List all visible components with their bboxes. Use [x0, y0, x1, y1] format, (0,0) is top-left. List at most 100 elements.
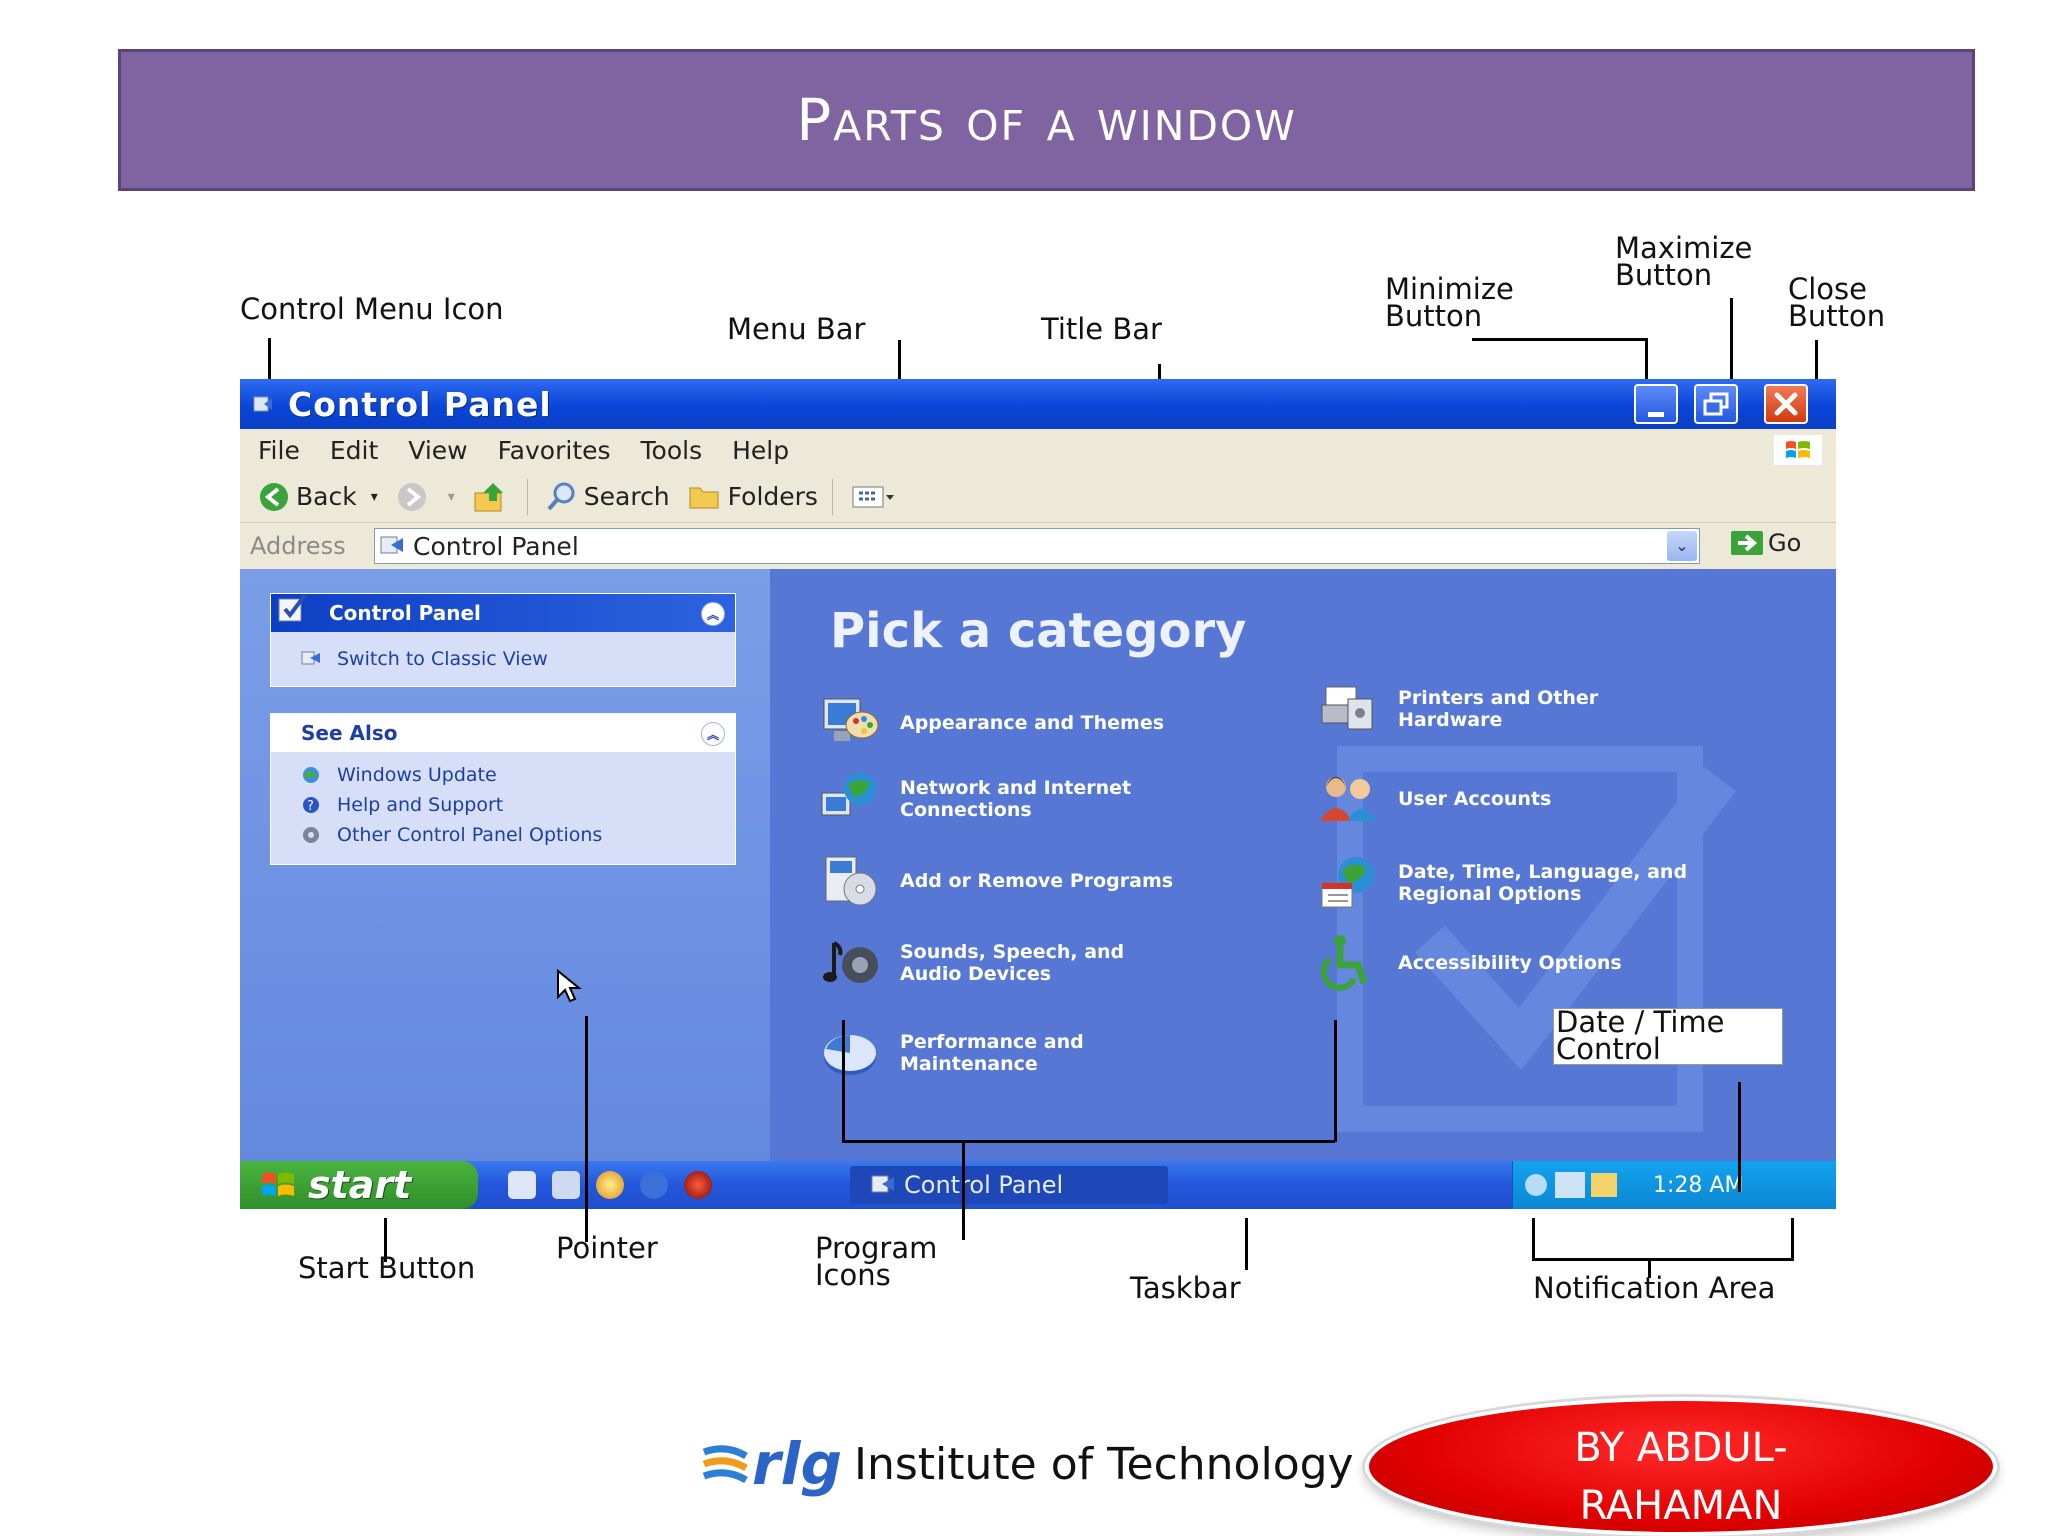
- go-button[interactable]: Go: [1730, 529, 1801, 557]
- category-printers-hardware[interactable]: Printers and Other Hardware: [1318, 679, 1598, 739]
- category-network-internet[interactable]: Network and Internet Connections: [820, 769, 1131, 829]
- task-pane: Control Panel ︽ Switch to Classic View S…: [240, 569, 770, 1161]
- help-icon: ?: [301, 795, 321, 815]
- other-options-link[interactable]: Other Control Panel Options: [301, 820, 735, 850]
- windows-update-link[interactable]: Windows Update: [301, 760, 735, 790]
- category-label: Date, Time, Language, and Regional Optio…: [1398, 861, 1688, 905]
- window-title: Control Panel: [288, 384, 552, 424]
- callout-line: [842, 1020, 845, 1142]
- category-label: Appearance and Themes: [900, 712, 1165, 734]
- browser-icon[interactable]: [640, 1171, 668, 1199]
- forward-button[interactable]: ▾: [396, 481, 455, 513]
- up-folder-button[interactable]: [473, 481, 513, 513]
- slide-title: Parts of a window: [796, 86, 1297, 154]
- help-support-link[interactable]: ? Help and Support: [301, 790, 735, 820]
- media-player-icon[interactable]: [596, 1171, 624, 1199]
- address-dropdown-button[interactable]: ⌄: [1667, 531, 1697, 561]
- see-also-header[interactable]: See Also ︽: [271, 714, 735, 752]
- maximize-button[interactable]: [1694, 384, 1738, 424]
- switch-classic-view-link[interactable]: Switch to Classic View: [301, 644, 735, 674]
- category-label: Network and Internet Connections: [900, 777, 1132, 821]
- callout-line: [1815, 340, 1818, 384]
- media-icon[interactable]: [684, 1171, 712, 1199]
- callout-date-time-control: Date / Time Control: [1553, 1008, 1783, 1065]
- institute-logo: rlg Institute of Technology: [700, 1430, 1354, 1498]
- folders-icon: [689, 487, 719, 508]
- category-add-remove-programs[interactable]: Add or Remove Programs: [820, 851, 1173, 911]
- date-time-language-icon: [1321, 857, 1374, 908]
- forward-dropdown-icon: ▾: [447, 488, 455, 505]
- clock[interactable]: 1:28 AM: [1653, 1172, 1744, 1198]
- search-button[interactable]: Search: [546, 481, 670, 513]
- folders-button[interactable]: Folders: [688, 482, 818, 512]
- category-label: Sounds, Speech, and Audio Devices: [900, 941, 1125, 985]
- chevron-down-icon: ⌄: [1675, 538, 1689, 555]
- collapse-icon[interactable]: ︽: [701, 602, 725, 626]
- category-label: Performance and Maintenance: [900, 1031, 1084, 1075]
- minimize-icon: [1648, 411, 1664, 417]
- address-label: Address: [250, 532, 346, 560]
- control-menu-icon[interactable]: [250, 392, 276, 416]
- callout-line: [1645, 338, 1648, 390]
- category-accessibility[interactable]: Accessibility Options: [1318, 933, 1622, 993]
- views-button[interactable]: [851, 483, 901, 511]
- appearance-themes-icon: [823, 698, 879, 741]
- callout-notification-area: Notification Area: [1533, 1271, 1776, 1305]
- callout-program-icons: Program Icons: [815, 1231, 938, 1292]
- pick-category-heading: Pick a category: [830, 603, 1247, 659]
- network-tray-icon[interactable]: [1555, 1172, 1585, 1198]
- menu-view[interactable]: View: [408, 435, 468, 465]
- back-button[interactable]: Back ▾: [258, 481, 378, 513]
- category-performance-maintenance[interactable]: Performance and Maintenance: [820, 1023, 1084, 1083]
- category-sounds-speech-audio[interactable]: Sounds, Speech, and Audio Devices: [820, 933, 1124, 993]
- menu-edit[interactable]: Edit: [329, 435, 379, 465]
- address-field[interactable]: Control Panel ⌄: [374, 528, 1700, 564]
- minimize-button[interactable]: [1634, 384, 1678, 424]
- callout-menu-bar: Menu Bar: [727, 312, 866, 346]
- toolbar-separator: [831, 478, 833, 515]
- collapse-icon[interactable]: ︽: [701, 722, 725, 746]
- control-panel-icon: [278, 593, 307, 622]
- category-date-time-language[interactable]: Date, Time, Language, and Regional Optio…: [1318, 853, 1687, 913]
- callout-maximize-button: Maximize Button: [1615, 231, 1753, 292]
- menu-bar: File Edit View Favorites Tools Help: [240, 429, 1836, 471]
- explorer-icon[interactable]: [552, 1171, 580, 1199]
- sounds-icon: [823, 941, 878, 983]
- toolbar-separator: [526, 478, 528, 515]
- callout-pointer: Pointer: [556, 1231, 658, 1265]
- back-dropdown-icon: ▾: [370, 488, 378, 505]
- see-also-box: See Also ︽ Windows Update ? Help and Sup…: [270, 713, 736, 865]
- callout-line: [1738, 1082, 1741, 1192]
- control-panel-small-icon: [301, 649, 321, 669]
- switch-classic-view-label: Switch to Classic View: [337, 648, 548, 670]
- title-bar[interactable]: Control Panel: [240, 379, 1836, 429]
- gear-icon: [301, 825, 321, 845]
- control-panel-box-header[interactable]: Control Panel ︽: [271, 593, 735, 632]
- category-user-accounts[interactable]: User Accounts: [1318, 769, 1551, 829]
- category-appearance-themes[interactable]: Appearance and Themes: [820, 693, 1164, 753]
- windows-flag-icon: [262, 1172, 294, 1196]
- taskbar-task-control-panel[interactable]: Control Panel: [850, 1166, 1168, 1204]
- taskbar-task-label: Control Panel: [904, 1171, 1064, 1199]
- up-folder-icon: [474, 482, 503, 511]
- menu-file[interactable]: File: [258, 435, 300, 465]
- menu-tools[interactable]: Tools: [640, 435, 703, 465]
- add-remove-programs-icon: [825, 856, 877, 906]
- volume-tray-icon[interactable]: [1591, 1173, 1617, 1197]
- start-button[interactable]: start: [240, 1161, 478, 1209]
- menu-help[interactable]: Help: [732, 435, 790, 465]
- folders-label: Folders: [727, 482, 818, 511]
- help-support-label: Help and Support: [337, 794, 504, 816]
- institute-name: Institute of Technology: [854, 1438, 1354, 1490]
- tray-expand-icon[interactable]: [1525, 1174, 1547, 1196]
- callout-line: [1648, 1258, 1651, 1278]
- callout-line: [962, 1140, 965, 1240]
- show-desktop-icon[interactable]: [508, 1171, 536, 1199]
- address-bar: Address Control Panel ⌄ Go: [240, 523, 1836, 569]
- forward-arrow-icon: [397, 482, 426, 511]
- callout-close-button: Close Button: [1788, 272, 1886, 333]
- address-value: Control Panel: [413, 531, 579, 561]
- menu-favorites[interactable]: Favorites: [497, 435, 611, 465]
- toolbar: Back ▾ ▾ Search Folders: [240, 471, 1836, 523]
- close-button[interactable]: [1764, 384, 1808, 424]
